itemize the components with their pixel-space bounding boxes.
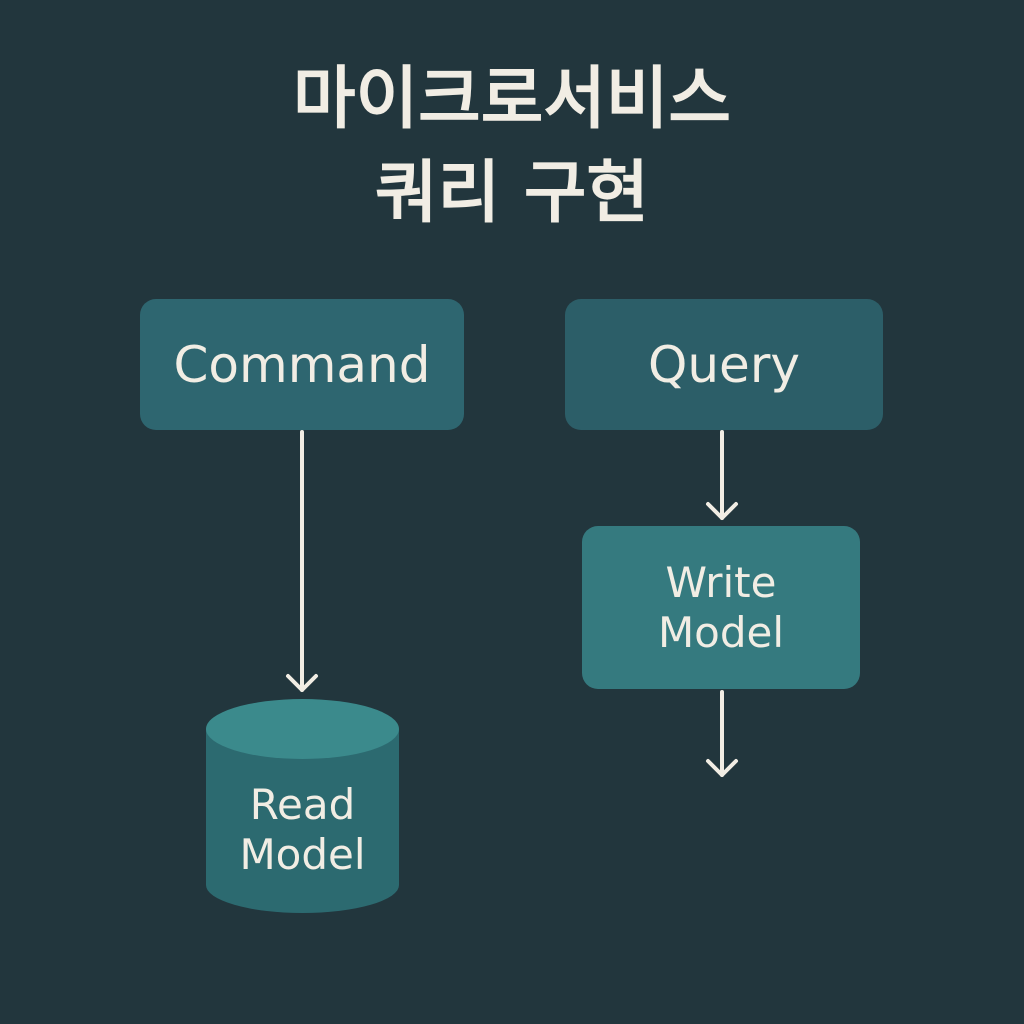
- arrow-command-to-read-model: [286, 430, 318, 692]
- arrow-query-to-write-model: [706, 430, 738, 520]
- write-model-label-line-2: Model: [657, 607, 785, 657]
- read-model-cylinder-top: [206, 699, 399, 759]
- read-model-cylinder: [206, 699, 399, 913]
- arrow-write-model-out: [706, 690, 738, 777]
- command-box: Command: [140, 299, 464, 430]
- query-box: Query: [565, 299, 883, 430]
- write-model-box: Write Model: [582, 526, 860, 689]
- write-model-label-line-1: Write: [665, 557, 777, 607]
- read-model-label-line-1: Read: [249, 780, 356, 829]
- read-model-cylinder-body: [206, 729, 399, 913]
- read-model-label: Read Model: [206, 770, 399, 890]
- read-model-label-line-2: Model: [239, 830, 366, 879]
- page-title-line-2: 쿼리 구현: [375, 154, 649, 233]
- command-label: Command: [173, 335, 431, 394]
- query-label: Query: [648, 335, 800, 394]
- page-title-line-1: 마이크로서비스: [293, 60, 731, 139]
